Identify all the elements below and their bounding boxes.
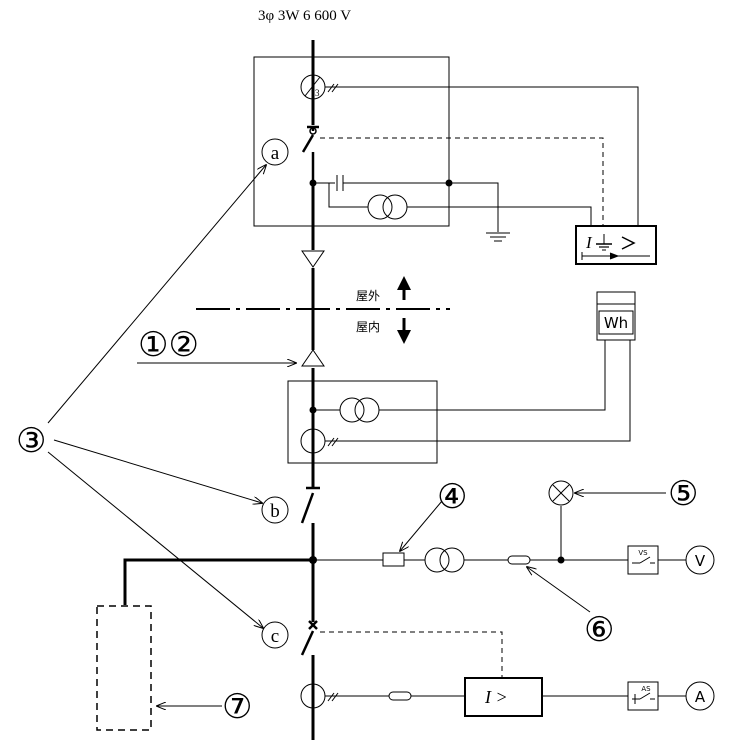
label-b: b — [261, 496, 289, 524]
callout-7: ⑦ — [222, 687, 252, 727]
upper-enclosure — [253, 56, 450, 227]
svg-text:Wh: Wh — [604, 314, 628, 332]
as-switch: AS — [627, 681, 659, 711]
ground-symbol-upper — [486, 232, 510, 242]
cable-head-lower — [301, 349, 325, 367]
svg-text:I: I — [585, 233, 593, 252]
pf-fuse — [382, 552, 405, 567]
ground-fault-relay: I — [575, 225, 657, 265]
callout-6: ⑥ — [584, 610, 614, 650]
trip-line-c — [320, 631, 503, 678]
vs-switch: VS — [627, 545, 659, 575]
pilot-lamp — [548, 480, 574, 506]
vct-enclosure — [287, 380, 438, 464]
switch-a — [301, 125, 319, 182]
svg-text:AS: AS — [641, 685, 651, 693]
switch-b — [300, 463, 320, 524]
svg-text:I >: I > — [484, 687, 508, 707]
tube-fuse-upper — [507, 555, 531, 565]
vct-vt-symbol — [339, 397, 380, 423]
ct-lower-symbol — [300, 683, 339, 709]
callout-3: ③ — [16, 421, 46, 461]
branch-bus — [123, 558, 313, 605]
boundary-arrows — [397, 276, 411, 344]
supply-label: 3φ 3W 6 600 V — [258, 8, 351, 24]
svg-text:V: V — [695, 552, 706, 570]
outdoor-label: 屋外 — [356, 289, 380, 303]
voltmeter: V — [685, 545, 715, 575]
vt-transformer-symbol — [424, 547, 465, 573]
overcurrent-relay: I > — [464, 677, 543, 717]
label-c: c — [261, 621, 289, 649]
trip-line-a — [320, 137, 604, 225]
callout-1-2: ①② — [138, 325, 199, 365]
label-a: a — [261, 138, 289, 166]
svg-text:3: 3 — [315, 88, 320, 98]
wh-meter: Wh — [596, 291, 636, 341]
future-equipment-dashed — [96, 605, 152, 731]
switch-c — [300, 620, 318, 656]
svg-text:a: a — [271, 143, 280, 164]
capacitor-symbol — [336, 175, 344, 191]
svg-text:c: c — [271, 626, 279, 647]
cable-head-upper — [301, 250, 325, 268]
indoor-label: 屋内 — [356, 320, 380, 334]
svg-text:b: b — [270, 501, 280, 522]
svg-text:VS: VS — [638, 549, 648, 557]
ammeter: A — [685, 681, 715, 711]
zpd-transformer-symbol — [367, 194, 408, 220]
svg-text:A: A — [695, 688, 706, 706]
callout-4: ④ — [437, 477, 467, 517]
callout-5: ⑤ — [668, 474, 698, 514]
tube-fuse-lower — [388, 691, 412, 701]
